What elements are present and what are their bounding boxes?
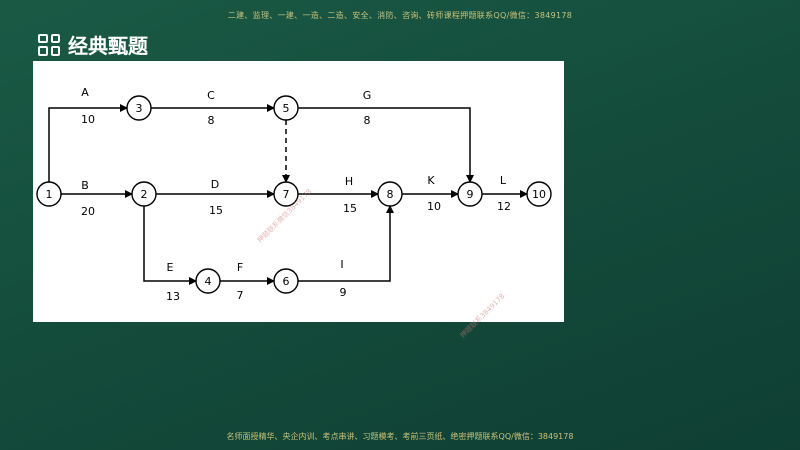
activity-duration-C: 8 (208, 114, 215, 127)
node-label-8: 8 (387, 188, 394, 201)
node-3 (126, 95, 152, 121)
node-10 (526, 181, 552, 207)
node-label-3: 3 (136, 102, 143, 115)
activity-name-D: D (211, 178, 219, 191)
activity-duration-D: 15 (209, 204, 223, 217)
activity-duration-A: 10 (81, 113, 95, 126)
node-label-2: 2 (141, 188, 148, 201)
node-7 (273, 181, 299, 207)
page-title: 经典甄题 (68, 34, 148, 58)
activity-duration-H: 15 (343, 202, 357, 215)
activity-name-E: E (167, 261, 174, 274)
activity-name-K: K (427, 174, 435, 187)
node-1 (36, 181, 62, 207)
node-6 (273, 268, 299, 294)
activity-duration-F: 7 (237, 289, 244, 302)
activity-arrow-A (48, 104, 128, 182)
activity-duration-G: 8 (364, 114, 371, 127)
node-label-5: 5 (283, 102, 290, 115)
activity-duration-B: 20 (81, 205, 95, 218)
activity-arrow-G (298, 107, 474, 183)
activity-name-L: L (500, 174, 507, 187)
node-2 (131, 181, 157, 207)
node-label-7: 7 (283, 188, 290, 201)
activity-duration-K: 10 (427, 200, 441, 213)
activity-name-C: C (207, 89, 215, 102)
activity-arrow-E (143, 206, 197, 285)
top-banner: 二建、监理、一建、一造、二造、安全、消防、咨询、砖师课程押题联系QQ/微信：38… (227, 11, 573, 20)
activity-name-G: G (363, 89, 372, 102)
node-5 (273, 95, 299, 121)
activity-name-F: F (237, 261, 243, 274)
node-label-9: 9 (467, 188, 474, 201)
activity-name-A: A (81, 86, 89, 99)
title-block: 经典甄题 (38, 30, 148, 59)
grid-icon (38, 33, 60, 56)
activity-arrow-I (298, 205, 394, 282)
activity-duration-L: 12 (497, 200, 511, 213)
node-4 (195, 268, 221, 294)
activity-name-H: H (345, 175, 353, 188)
footer-text: 名师面授精华、央企内训、考点串讲、习题模考、考前三页纸、绝密押题联系QQ/微信：… (226, 432, 574, 441)
node-label-6: 6 (283, 275, 290, 288)
activity-name-B: B (81, 179, 89, 192)
activity-name-I: I (340, 258, 343, 271)
activity-duration-E: 13 (166, 290, 180, 303)
activity-duration-I: 9 (340, 286, 347, 299)
node-label-4: 4 (205, 275, 212, 288)
node-9 (457, 181, 483, 207)
node-8 (377, 181, 403, 207)
node-label-10: 10 (532, 188, 546, 201)
node-label-1: 1 (46, 188, 53, 201)
